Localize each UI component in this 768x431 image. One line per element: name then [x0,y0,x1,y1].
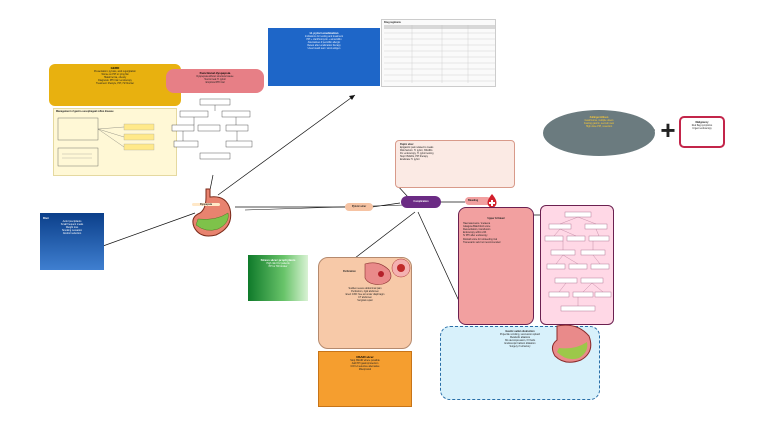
oval-line: Gastrinoma, multiple ulcers [584,119,614,123]
perforation-line: Peritonism, rigid abdomen [351,290,379,294]
nsaid-title: NSAID ulcer [356,355,374,359]
outlet-line: Surgery if refractory [509,345,531,349]
oval-title: Zollinger-Ellison [589,116,609,119]
outlet-line: Endoscopic balloon dilatation [504,342,536,346]
complication-pill: Complication [401,196,441,208]
nsaid-line: Add PPI gastroprotection [351,362,379,366]
stomach-label: Dyspepsia [192,203,220,207]
peptic-ulcer-card: Peptic ulcer Epigastric pain related to … [395,140,515,188]
oval-line: Fasting gastrin, secretin test [584,122,614,126]
malignancy-line: Red flag symptoms [691,124,713,128]
nsaid-line: Misoprostol [358,368,372,372]
bleed-line: Rockall score for rebleeding risk [463,237,498,241]
bleed-title: Upper GI bleed [487,217,505,220]
functional-line: Empirical PPI trial [205,81,225,85]
bleed-line: Haematemesis / melaena [463,222,491,226]
outlet-title: Gastric outlet obstruction [505,330,535,333]
peptic-title: Peptic ulcer [400,143,414,146]
outlet-line: Metabolic alkalosis [509,336,531,340]
hpylori-line: Urea breath test / stool antigen [307,47,341,51]
upper-gi-bleed-card: Upper GI bleed Haematemesis / melaena Gl… [458,207,534,325]
functional-dyspepsia-card: Functional dyspepsia Dyspepsia without s… [166,69,264,167]
bleed-line: Endoscopy within 24h [463,231,487,235]
bleed-line: IV PPI after endoscopy [463,234,488,238]
nsaid-ulcer-box: NSAID ulcer Stop NSAID where possible Ad… [318,351,412,407]
hpylori-card: H. pylori eradication Indications for te… [268,28,380,86]
diet-title: Diet [43,216,49,220]
plus-symbol: + [660,115,676,145]
gerd-line: Treatment: lifestyle, PPI, H2 blocker [95,82,135,86]
bleed-algorithm-panel [540,205,614,325]
nsaid-line: COX-2 selective alternative [350,365,380,369]
hpylori-title: H. pylori eradication [309,31,339,35]
bleed-line: Glasgow-Blatchford score [463,225,491,229]
functional-header: Functional dyspepsia Dyspepsia without s… [166,69,264,93]
peptic-line: Risk factors: H. pylori, NSAIDs [400,149,433,153]
prophylaxis-box: Stress ulcer prophylaxis High risk ICU p… [248,255,308,301]
gerd-figure-caption: Management of gastro-oesophageal reflux … [56,110,114,113]
gerd-card: GERD Presentation: pyrosis, acid regurgi… [49,64,181,179]
bleeding-label: Bleeding [465,197,491,205]
peptic-line: Epigastric pain related to meals [400,146,434,150]
bleed-line: Tranexamic acid not recommended [463,240,501,244]
hpylori-line: Alternatives if penicillin allergic [307,41,341,45]
oval-line: High dose PPI, resection [585,125,613,129]
peptic-line: Stop NSAIDs, PPI therapy [400,155,428,159]
outlet-line: NG decompression, IV fluids [504,339,536,343]
perforated-stomach-icon [364,262,392,285]
diet-line: Alcohol reduction [62,232,82,236]
gerd-header: GERD Presentation: pyrosis, acid regurgi… [49,64,181,106]
zollinger-ellison-oval: Zollinger-Ellison Gastrinoma, multiple u… [543,110,655,156]
stomach-icon [192,188,232,237]
bleed-line: Resuscitation, transfusion [463,228,491,232]
perforation-line: CT abdomen [358,296,372,300]
perforation-card: Perforation Sudden severe abdominal pain… [318,257,412,349]
gerd-line: Worse on PPI or lying flat [101,73,129,77]
functional-flowchart [171,98,253,160]
functional-line: Dyspepsia without structural cause [196,75,234,78]
obstructed-stomach-icon [551,324,592,363]
perforation-line: Surgical repair [357,299,373,303]
gerd-figure: Management of gastro-oesophageal reflux … [53,108,177,176]
malignancy-line: Urgent endoscopy [692,127,712,131]
perforation-title: Perforation [343,270,356,273]
gerd-line: Presentation: pyrosis, acid regurgitatio… [94,70,136,73]
regimen-table-grid [384,25,495,84]
hpylori-line: Retest after eradication therapy [307,44,341,48]
perforation-line: Erect CXR: free air under diaphragm [345,293,385,297]
diet-panel: Diet Avoid precipitants Small frequent m… [40,213,104,270]
functional-title: Functional dyspepsia [199,71,231,75]
diet-line: Small frequent meals [60,223,84,227]
prophylaxis-line: PPI or H2 blocker [268,265,288,269]
gerd-line: Diagnosis: PPI trial / endoscopy [98,79,132,83]
malignancy-card: Malignancy Red flag symptoms Urgent endo… [679,116,725,148]
bleeding-node: Bleeding [465,193,499,209]
prophylaxis-line: High risk ICU patients [266,262,290,265]
ulcer-closeup-icon [391,258,411,278]
diet-line: Avoid precipitants [62,220,82,223]
blood-drop-icon [487,194,497,208]
regimen-table-title: Drug regimens [384,21,401,24]
gerd-flowchart [57,117,155,167]
bleed-algorithm-flowchart [544,211,612,312]
outlet-line: Projectile vomiting, succussion splash [499,333,541,337]
perforation-line: Sudden severe abdominal pain [348,287,382,291]
hpylori-line: Indications for testing and treatment [304,35,343,38]
hpylori-line: PPI + clarithromycin + amoxicillin [306,38,342,42]
gerd-line: Hiatal hernia, obesity [103,76,127,80]
nsaid-line: Stop NSAID where possible [350,359,380,362]
prophylaxis-title: Stress ulcer prophylaxis [260,258,296,262]
regimen-table: Drug regimens [381,19,496,87]
diet-line: Smoking cessation [61,229,83,233]
gerd-title: GERD [110,66,120,70]
stomach-node: Dyspepsia [186,187,236,239]
diet-line: Weight loss [65,226,79,230]
pyloric-ulcer-pill: Pyloric ulcer [345,203,373,211]
peptic-line: Dx: endoscopy, H. pylori testing [400,152,434,156]
peptic-line: Eradicate H. pylori [400,158,420,162]
functional-line: Test & treat H. pylori [204,78,226,82]
malignancy-title: Malignancy [695,121,709,124]
